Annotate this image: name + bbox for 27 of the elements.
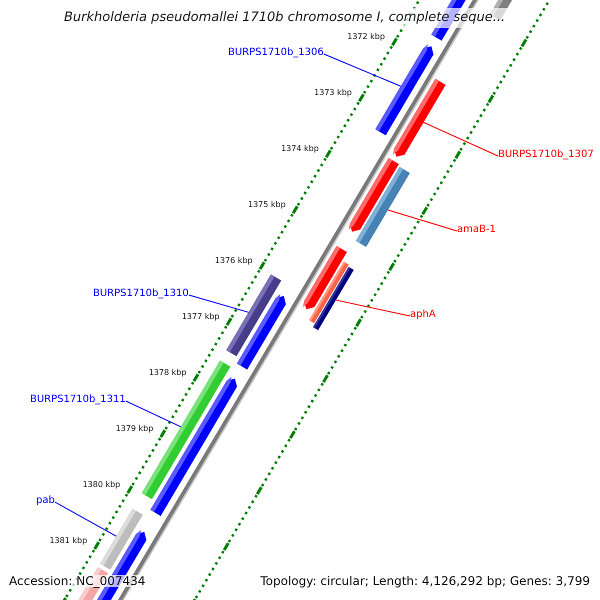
scale-label: 1378 kbp: [148, 369, 186, 378]
gene-bar: [356, 166, 410, 247]
scale-label: 1376 kbp: [214, 257, 253, 266]
scale-label: 1377 kbp: [180, 313, 220, 322]
gene-label: BURPS1710b_1307: [498, 150, 594, 160]
gene-label: amaB-1: [457, 225, 496, 235]
genome-info-note: Topology: circular; Length: 4,126,292 bp; Genes: 3,799: [260, 575, 590, 587]
leader-line: [54, 502, 117, 537]
gene-label: aphA: [410, 310, 436, 320]
gene-label: pab: [36, 496, 55, 506]
leader-line: [125, 400, 182, 428]
scale-label: 1375 kbp: [246, 201, 286, 210]
gene-bar: [313, 266, 354, 330]
leader-line: [188, 294, 250, 313]
scale-label: 1381 kbp: [48, 537, 88, 546]
scale-label: 1373 kbp: [313, 89, 352, 98]
gene-bar: [392, 78, 446, 157]
gene-label: BURPS1710b_1306: [228, 48, 324, 58]
gene-label: BURPS1710b_1311: [30, 395, 126, 405]
gene-label: BURPS1710b_1310: [93, 289, 189, 299]
leader-line: [323, 54, 402, 87]
scale-label: 1380 kbp: [82, 481, 120, 490]
leader-line: [388, 210, 458, 232]
scale-label: 1374 kbp: [280, 145, 319, 154]
leader-line: [423, 122, 498, 156]
scale-label: 1379 kbp: [114, 425, 154, 434]
scale-label: 1372 kbp: [346, 33, 385, 42]
